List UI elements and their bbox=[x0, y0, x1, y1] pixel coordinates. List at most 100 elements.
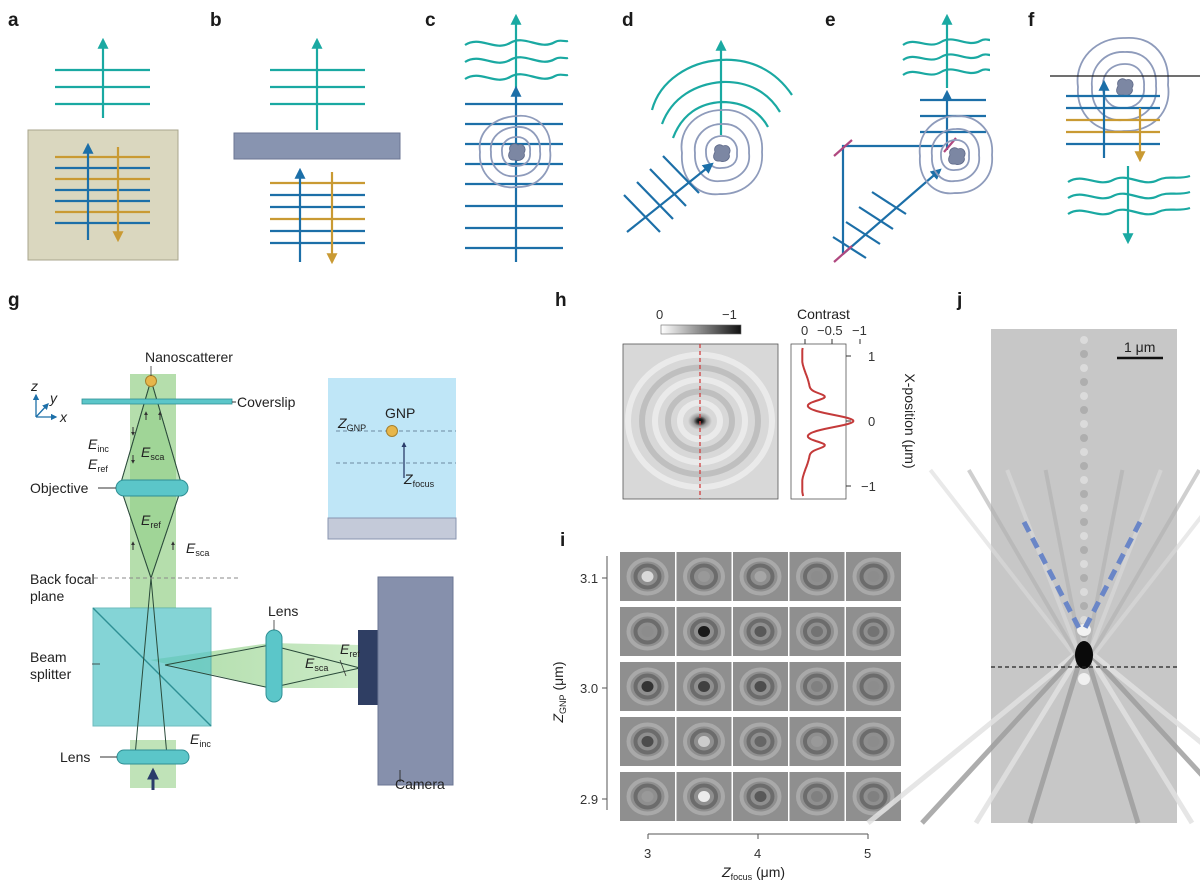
panel-a bbox=[27, 37, 179, 261]
contrast-profile-box bbox=[790, 343, 847, 500]
panel-label-j: j bbox=[956, 290, 962, 311]
contrast-profile-line bbox=[801, 347, 855, 497]
j-cone-right bbox=[1081, 520, 1143, 632]
label-z-focus: Zfocus bbox=[403, 471, 435, 489]
grid-cell bbox=[620, 662, 675, 711]
panel-f bbox=[1050, 37, 1200, 245]
label-back-focal: Back focal bbox=[30, 571, 95, 587]
bottom-lens bbox=[116, 749, 190, 765]
j-scalebar-label: 1 μm bbox=[1124, 339, 1155, 355]
inset-coverslip bbox=[327, 517, 457, 540]
svg-text:3: 3 bbox=[644, 846, 651, 861]
sample-box bbox=[27, 129, 179, 261]
panel-e bbox=[832, 13, 993, 263]
axis-y-label: y bbox=[49, 390, 58, 406]
nanoscatterer bbox=[145, 375, 157, 387]
svg-text:−0.5: −0.5 bbox=[817, 323, 843, 338]
panel-c bbox=[464, 13, 569, 262]
panel-j: 1 μm bbox=[866, 329, 1200, 825]
grid-cell bbox=[676, 772, 732, 821]
label-beam: Beam bbox=[30, 649, 67, 665]
svg-text:4: 4 bbox=[754, 846, 761, 861]
psf-image bbox=[622, 343, 779, 500]
svg-text:3.1: 3.1 bbox=[580, 571, 598, 586]
svg-text:Eref: Eref bbox=[141, 512, 161, 530]
panel-label-i: i bbox=[560, 530, 565, 551]
colorbar-min: 0 bbox=[656, 307, 663, 322]
svg-text:2.9: 2.9 bbox=[580, 792, 598, 807]
panel-label-f: f bbox=[1028, 10, 1035, 31]
svg-text:Esca: Esca bbox=[305, 655, 328, 673]
image-grid bbox=[620, 552, 901, 821]
scatterer-particle bbox=[508, 143, 526, 161]
grid-cell bbox=[676, 607, 732, 656]
grid-cell bbox=[733, 607, 788, 656]
grid-cell bbox=[789, 552, 845, 601]
grid-cell bbox=[846, 607, 901, 656]
position-ticks: 1 0 −1 bbox=[846, 349, 876, 494]
panel-i: 3.1 3.0 2.9 ZGNP (μm) 3 4 5 Zfocus (μm) bbox=[550, 552, 901, 882]
axis-x-label: x bbox=[59, 409, 68, 425]
j-cone-left bbox=[1021, 520, 1083, 632]
standing-wavefronts bbox=[55, 142, 150, 243]
panel-label-h: h bbox=[555, 290, 567, 311]
svg-text:−1: −1 bbox=[852, 323, 867, 338]
svg-text:Eref: Eref bbox=[88, 456, 108, 474]
inset-medium bbox=[328, 378, 456, 518]
grid-cell bbox=[676, 552, 732, 601]
panel-label-d: d bbox=[622, 10, 634, 31]
axes-icon bbox=[32, 393, 58, 421]
grid-cell bbox=[733, 772, 788, 821]
svg-text:3.0: 3.0 bbox=[580, 681, 598, 696]
grid-cell bbox=[620, 607, 675, 656]
grid-cell bbox=[676, 662, 732, 711]
panel-label-b: b bbox=[210, 10, 222, 31]
inset-gnp bbox=[386, 425, 398, 437]
svg-text:Einc: Einc bbox=[190, 731, 211, 749]
grid-cell bbox=[789, 717, 845, 766]
grid-cell bbox=[733, 662, 788, 711]
label-splitter: splitter bbox=[30, 666, 72, 682]
svg-text:Einc: Einc bbox=[88, 436, 109, 454]
svg-text:0: 0 bbox=[801, 323, 808, 338]
ray-paths bbox=[119, 378, 361, 757]
contrast-title: Contrast bbox=[797, 306, 850, 322]
slab bbox=[233, 132, 401, 160]
camera-sensor bbox=[358, 630, 380, 705]
svg-text:5: 5 bbox=[864, 846, 871, 861]
transmitted-wavefronts bbox=[55, 37, 150, 118]
panel-g: z y x Nanoscatterer Coverslip Objective … bbox=[30, 349, 457, 792]
colorbar-max: −1 bbox=[722, 307, 737, 322]
label-objective: Objective bbox=[30, 480, 89, 496]
contrast-ticks: 0 −0.5 −1 bbox=[801, 323, 867, 344]
coverslip bbox=[81, 398, 233, 405]
scattered-wavefronts bbox=[464, 13, 569, 92]
panel-labels: a b c d e f g h i j bbox=[8, 10, 1035, 551]
grid-cell bbox=[846, 717, 901, 766]
camera-body bbox=[377, 576, 454, 786]
grid-cell bbox=[620, 717, 675, 766]
svg-text:Eref: Eref bbox=[340, 641, 360, 659]
grid-cell bbox=[846, 662, 901, 711]
grid-cell bbox=[733, 552, 788, 601]
tube-lens bbox=[265, 629, 283, 703]
svg-text:−1: −1 bbox=[861, 479, 876, 494]
label-nanoscatterer: Nanoscatterer bbox=[145, 349, 233, 365]
axis-z-label: z bbox=[30, 378, 38, 394]
scatter-contours bbox=[478, 115, 552, 189]
svg-text:Esca: Esca bbox=[186, 540, 209, 558]
grid-cell bbox=[846, 772, 901, 821]
grid-cell bbox=[620, 772, 675, 821]
panel-label-a: a bbox=[8, 10, 19, 31]
i-y-ticks: 3.1 3.0 2.9 bbox=[580, 571, 607, 807]
label-coverslip: Coverslip bbox=[237, 394, 296, 410]
grid-cell bbox=[789, 772, 845, 821]
grid-cell bbox=[789, 662, 845, 711]
position-axis-label: X-position (μm) bbox=[902, 373, 918, 468]
svg-text:1: 1 bbox=[868, 349, 875, 364]
panel-label-c: c bbox=[425, 10, 436, 31]
grid-cell bbox=[789, 607, 845, 656]
panel-label-e: e bbox=[825, 10, 836, 31]
grid-cell bbox=[733, 717, 788, 766]
panel-h: 0 −1 Contrast 0 −0.5 −1 1 0 −1 X-positio… bbox=[622, 306, 918, 500]
